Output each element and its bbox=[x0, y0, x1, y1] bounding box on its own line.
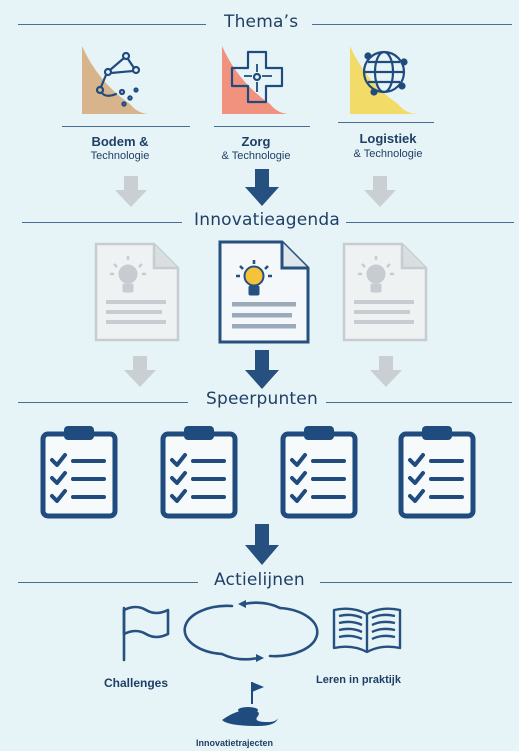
action-challenges-label: Challenges bbox=[104, 676, 169, 690]
arrow-down-faded bbox=[124, 356, 156, 387]
theme-rule bbox=[338, 122, 434, 123]
theme-zorg-name: Zorg bbox=[241, 134, 271, 149]
action-practice-label: Leren in praktijk bbox=[316, 674, 401, 686]
golf-flag-path-icon bbox=[222, 682, 278, 726]
divider-line bbox=[326, 402, 512, 403]
section-title-lines: Actielijnen bbox=[214, 570, 305, 590]
divider-line bbox=[18, 582, 198, 583]
section-title-focus: Speerpunten bbox=[206, 389, 318, 409]
theme-rule bbox=[62, 126, 190, 127]
divider-line bbox=[22, 222, 182, 223]
arrow-down-faded bbox=[364, 176, 396, 207]
open-book-icon bbox=[332, 607, 402, 654]
divider-line bbox=[320, 582, 512, 583]
flag-icon bbox=[122, 605, 170, 662]
arrow-down-faded bbox=[370, 356, 402, 387]
circuit-icon bbox=[82, 46, 150, 114]
arrow-down-faded bbox=[115, 176, 147, 207]
medical-cross-icon bbox=[222, 46, 290, 114]
arrow-down-main bbox=[245, 350, 279, 389]
section-title-themes: Thema’s bbox=[224, 12, 299, 32]
divider-line bbox=[18, 402, 188, 403]
globe-network-icon bbox=[350, 46, 418, 114]
document-lightbulb-icon bbox=[218, 240, 310, 344]
divider-line bbox=[312, 24, 512, 25]
theme-logistiek-sub: & Technologie bbox=[353, 148, 423, 160]
clipboard-checklist-icon bbox=[40, 426, 118, 519]
cycle-arrows-icon bbox=[183, 600, 319, 662]
clipboard-checklist-icon bbox=[398, 426, 476, 519]
document-lightbulb-icon-faded bbox=[94, 242, 180, 342]
theme-bodem-sub: Technologie bbox=[90, 150, 150, 162]
clipboard-checklist-icon bbox=[160, 426, 238, 519]
document-lightbulb-icon-faded bbox=[342, 242, 428, 342]
section-title-agenda: Innovatieagenda bbox=[194, 210, 340, 230]
theme-bodem-name: Bodem & bbox=[91, 134, 149, 149]
divider-line bbox=[346, 222, 514, 223]
arrow-down-main bbox=[245, 169, 279, 206]
theme-logistiek-name: Logistiek bbox=[359, 131, 417, 146]
clipboard-checklist-icon bbox=[280, 426, 358, 519]
theme-rule bbox=[214, 126, 310, 127]
arrow-down-main bbox=[245, 524, 279, 565]
theme-zorg-sub: & Technologie bbox=[221, 150, 291, 162]
divider-line bbox=[18, 24, 206, 25]
action-trajects-label: Innovatietrajecten bbox=[196, 738, 274, 748]
